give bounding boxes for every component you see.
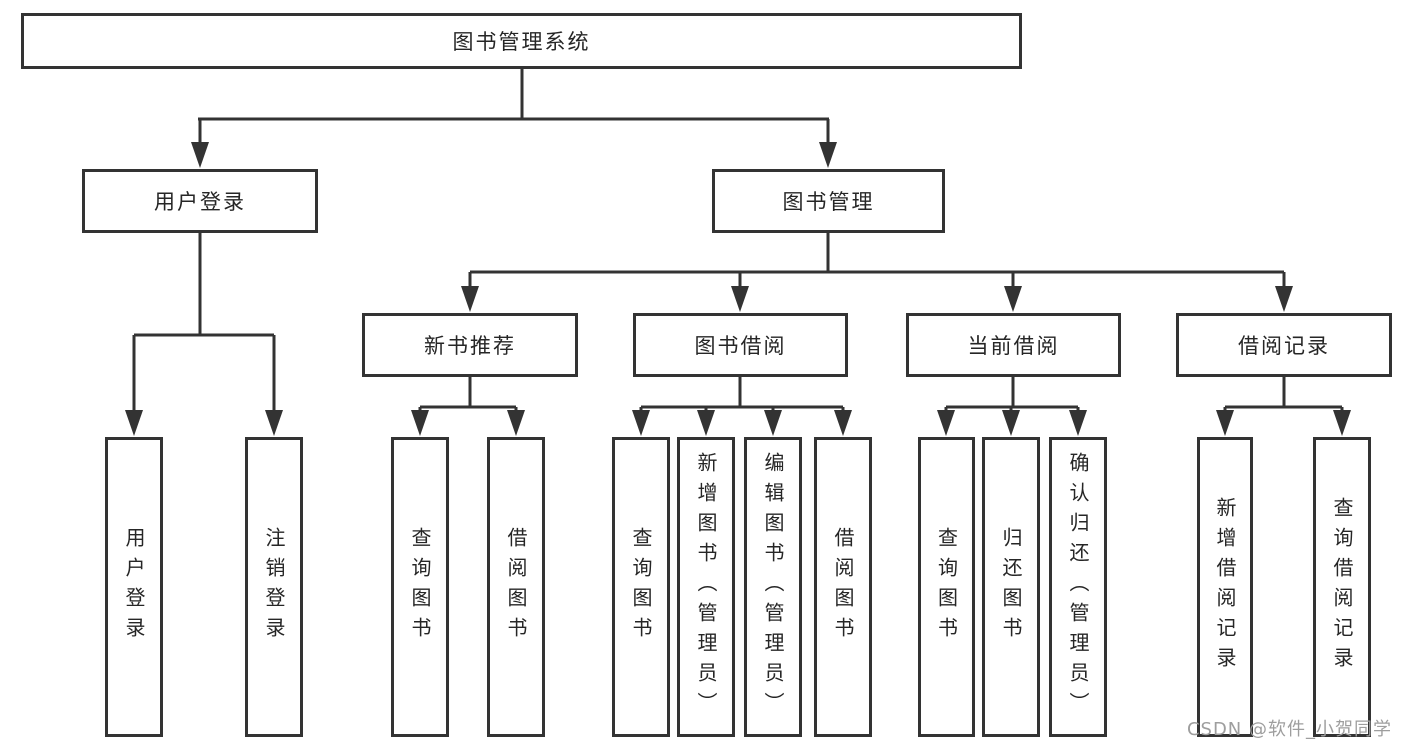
arrowhead-icon bbox=[411, 410, 429, 436]
node-br-add-record: 新增借阅记录 bbox=[1197, 437, 1253, 737]
arrowhead-icon bbox=[697, 410, 715, 436]
arrowhead-icon bbox=[507, 410, 525, 436]
connector-current-borrow bbox=[944, 377, 1080, 414]
node-bb-add-book-admin: 新增图书（管理员） bbox=[677, 437, 735, 737]
node-br-add-record-label: 新增借阅记录 bbox=[1213, 497, 1237, 677]
node-cb-return-book-label: 归还图书 bbox=[999, 527, 1023, 647]
arrowhead-icon bbox=[834, 410, 852, 436]
node-user-login-leaf: 用户登录 bbox=[105, 437, 163, 737]
node-bb-borrow-book: 借阅图书 bbox=[814, 437, 872, 737]
node-nbr-query-book: 查询图书 bbox=[391, 437, 449, 737]
arrowhead-icon bbox=[125, 410, 143, 436]
node-cb-confirm-return-admin: 确认归还（管理员） bbox=[1049, 437, 1107, 737]
arrowhead-icon bbox=[632, 410, 650, 436]
arrowhead-icon bbox=[1002, 410, 1020, 436]
node-cb-query-book-label: 查询图书 bbox=[934, 527, 959, 647]
connector-borrow-records bbox=[1223, 377, 1344, 414]
arrowhead-icon bbox=[1004, 286, 1022, 312]
node-user-login-branch-label: 用户登录 bbox=[154, 190, 246, 214]
node-borrow-records: 借阅记录 bbox=[1176, 313, 1392, 377]
node-borrow-records-label: 借阅记录 bbox=[1238, 334, 1330, 358]
node-new-book-recommend-label: 新书推荐 bbox=[424, 334, 516, 358]
node-br-query-record: 查询借阅记录 bbox=[1313, 437, 1371, 737]
arrowhead-icon bbox=[191, 142, 209, 168]
arrowhead-icon bbox=[1069, 410, 1087, 436]
node-nbr-query-book-label: 查询图书 bbox=[408, 527, 432, 647]
arrowhead-icon bbox=[764, 410, 782, 436]
arrowhead-icon bbox=[731, 286, 749, 312]
node-new-book-recommend: 新书推荐 bbox=[362, 313, 578, 377]
node-book-management-branch-label: 图书管理 bbox=[782, 190, 875, 214]
node-nbr-borrow-book-label: 借阅图书 bbox=[504, 527, 528, 647]
node-cb-return-book: 归还图书 bbox=[982, 437, 1040, 737]
connector-new-book-recommend bbox=[418, 377, 518, 414]
node-current-borrow: 当前借阅 bbox=[906, 313, 1121, 377]
arrowhead-icon bbox=[265, 410, 283, 436]
node-nbr-borrow-book: 借阅图书 bbox=[487, 437, 545, 737]
connector-book-borrow bbox=[639, 377, 845, 414]
node-user-login-branch: 用户登录 bbox=[82, 169, 318, 233]
node-bb-edit-book-admin-label: 编辑图书（管理员） bbox=[761, 452, 785, 722]
arrowhead-icon bbox=[1333, 410, 1351, 436]
arrowhead-icon bbox=[461, 286, 479, 312]
node-bb-query-book-label: 查询图书 bbox=[629, 527, 653, 647]
arrowhead-icon bbox=[819, 142, 837, 168]
arrowhead-icon bbox=[1216, 410, 1234, 436]
node-bb-edit-book-admin: 编辑图书（管理员） bbox=[744, 437, 802, 737]
node-cb-confirm-return-admin-label: 确认归还（管理员） bbox=[1066, 452, 1090, 722]
node-user-login-leaf-label: 用户登录 bbox=[122, 527, 146, 647]
node-book-management-branch: 图书管理 bbox=[712, 169, 945, 233]
connector-user-login-branch bbox=[132, 233, 276, 414]
node-current-borrow-label: 当前借阅 bbox=[967, 334, 1060, 358]
node-br-query-record-label: 查询借阅记录 bbox=[1330, 497, 1354, 677]
node-book-borrow-label: 图书借阅 bbox=[694, 334, 787, 358]
node-library-management-system: 图书管理系统 bbox=[21, 13, 1022, 69]
connector-book-management-branch bbox=[468, 233, 1286, 291]
node-logout-leaf-label: 注销登录 bbox=[262, 527, 286, 647]
node-logout-leaf: 注销登录 bbox=[245, 437, 303, 737]
arrowhead-icon bbox=[1275, 286, 1293, 312]
node-bb-borrow-book-label: 借阅图书 bbox=[831, 527, 855, 647]
arrowhead-icon bbox=[937, 410, 955, 436]
node-bb-add-book-admin-label: 新增图书（管理员） bbox=[694, 452, 718, 722]
node-bb-query-book: 查询图书 bbox=[612, 437, 670, 737]
node-book-borrow: 图书借阅 bbox=[633, 313, 848, 377]
node-cb-query-book: 查询图书 bbox=[918, 437, 975, 737]
node-library-management-system-label: 图书管理系统 bbox=[452, 30, 591, 54]
connector-root bbox=[198, 69, 830, 146]
watermark: CSDN @软件_小贺同学 bbox=[1186, 719, 1392, 740]
